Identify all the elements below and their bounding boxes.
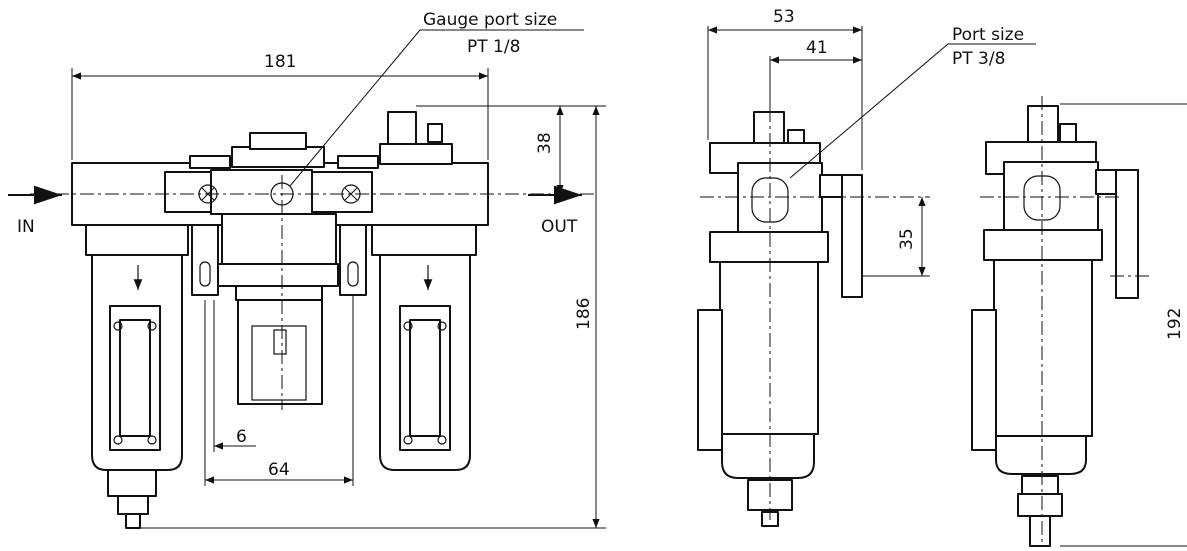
port-size-value: PT 3/8 bbox=[952, 49, 1005, 69]
dim-bracket-gap: 6 bbox=[236, 427, 247, 447]
outlet-label: OUT bbox=[541, 217, 578, 237]
side-view-left bbox=[697, 108, 930, 527]
side-view-right bbox=[971, 96, 1187, 547]
side-dimensions bbox=[707, 26, 1036, 277]
dim-overall-width: 181 bbox=[264, 52, 296, 72]
dim-overall-height: 186 bbox=[574, 298, 594, 330]
port-size-title: Port size bbox=[952, 25, 1024, 45]
inlet-label: IN bbox=[17, 217, 35, 237]
dim-side-port-offset: 41 bbox=[806, 38, 828, 58]
front-dimensions bbox=[71, 29, 606, 529]
front-view bbox=[8, 111, 598, 529]
text-labels: Gauge port size PT 1/8 Port size PT 3/8 … bbox=[17, 7, 1185, 480]
dim-side-depth: 53 bbox=[773, 7, 795, 27]
dim-bracket-pitch: 64 bbox=[268, 460, 290, 480]
gauge-port-title: Gauge port size bbox=[423, 10, 557, 30]
dim-side-height: 192 bbox=[1165, 308, 1185, 340]
gauge-port-value: PT 1/8 bbox=[467, 37, 520, 57]
dim-bracket-height: 35 bbox=[897, 228, 917, 250]
dim-top-offset: 38 bbox=[535, 132, 555, 154]
